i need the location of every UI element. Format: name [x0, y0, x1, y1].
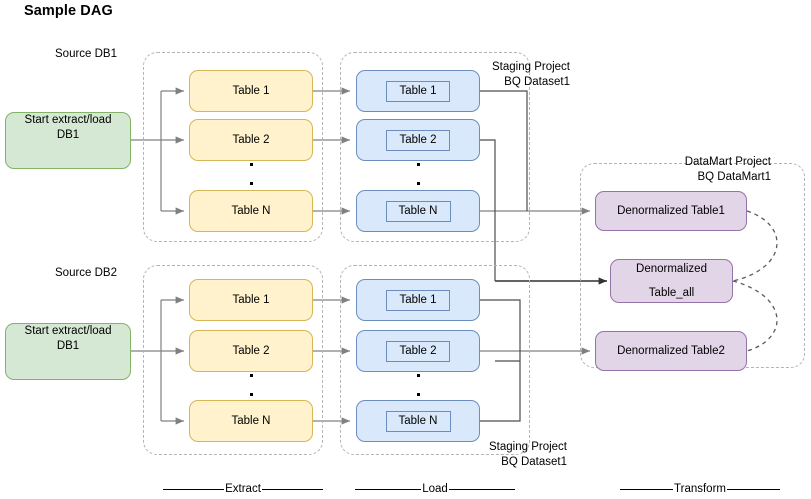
extract-bottom-table-1[interactable]: Table 1 — [189, 279, 313, 321]
phase-rule-right — [448, 488, 515, 490]
group-staging-bottom — [340, 265, 530, 455]
node-label: Table 1 — [386, 289, 450, 311]
node-label: Table 2 — [386, 340, 450, 362]
node-label: Table N — [231, 414, 271, 427]
caption-source-db1: Source DB1 — [55, 48, 118, 60]
extract-top-table-2[interactable]: Table 2 — [189, 119, 313, 161]
phase-load-label: Load — [422, 483, 448, 495]
node-label: Denormalized Table2 — [617, 344, 725, 357]
page-title: Sample DAG — [24, 3, 113, 19]
start-node-db1-line2: DB1 — [56, 129, 80, 141]
extract-bottom-table-n[interactable]: Table N — [189, 400, 313, 442]
transform-denormalized-table1[interactable]: Denormalized Table1 — [595, 191, 747, 231]
start-node-db2-line2: DB1 — [56, 340, 80, 352]
caption-staging-top-line1: Staging Project — [492, 61, 570, 73]
caption-source-db2: Source DB2 — [55, 267, 118, 279]
start-node-db2-line1: Start extract/load — [24, 325, 112, 337]
caption-staging-top-line2: BQ Dataset1 — [504, 76, 570, 88]
phase-rule-left — [620, 488, 674, 490]
phase-rule-left — [163, 488, 225, 490]
load-bottom-table-n[interactable]: Table N — [356, 400, 480, 442]
caption-datamart-line2: BQ DataMart1 — [697, 171, 772, 183]
node-label: Table 1 — [232, 84, 270, 97]
extract-top-table-1[interactable]: Table 1 — [189, 70, 313, 112]
group-source-db1 — [143, 52, 323, 242]
phase-transform: Transform — [620, 481, 781, 497]
phase-extract: Extract — [163, 481, 324, 497]
extract-top-ellipsis — [249, 163, 253, 185]
start-node-db2[interactable]: Start extract/load DB1 — [5, 323, 131, 380]
extract-bottom-table-2[interactable]: Table 2 — [189, 330, 313, 372]
group-source-db2 — [143, 265, 323, 455]
load-top-table-1[interactable]: Table 1 — [356, 70, 480, 112]
load-top-table-n[interactable]: Table N — [356, 190, 480, 232]
extract-bottom-ellipsis — [249, 374, 253, 396]
transform-denormalized-table2[interactable]: Denormalized Table2 — [595, 331, 747, 371]
phase-rule-right — [727, 488, 781, 490]
node-label: Table 2 — [232, 344, 270, 357]
load-top-table-2[interactable]: Table 2 — [356, 119, 480, 161]
group-staging-top — [340, 52, 530, 242]
node-label: Table N — [231, 204, 271, 217]
node-label: Table 2 — [232, 133, 270, 146]
phase-rule-right — [261, 488, 324, 490]
phase-transform-label: Transform — [674, 483, 726, 495]
phase-rule-left — [355, 488, 422, 490]
node-label-line2: Table_all — [648, 286, 695, 299]
load-top-ellipsis — [416, 163, 420, 185]
start-node-db1[interactable]: Start extract/load DB1 — [5, 112, 131, 169]
phase-load: Load — [355, 481, 515, 497]
node-label: Denormalized Table1 — [617, 204, 725, 217]
node-label: Table 2 — [386, 129, 450, 151]
node-label-line1: Denormalized — [636, 262, 707, 275]
caption-staging-bottom-line1: Staging Project — [489, 441, 567, 453]
node-label: Table 1 — [386, 80, 450, 102]
transform-denormalized-table-all[interactable]: Denormalized Table_all — [610, 259, 733, 303]
load-bottom-table-1[interactable]: Table 1 — [356, 279, 480, 321]
load-bottom-ellipsis — [416, 374, 420, 396]
extract-top-table-n[interactable]: Table N — [189, 190, 313, 232]
node-label: Table N — [385, 410, 451, 432]
caption-staging-bottom-line2: BQ Dataset1 — [501, 456, 567, 468]
load-bottom-table-2[interactable]: Table 2 — [356, 330, 480, 372]
start-node-db1-line1: Start extract/load — [24, 114, 112, 126]
node-label: Table 1 — [232, 293, 270, 306]
phase-extract-label: Extract — [225, 483, 261, 495]
caption-datamart-line1: DataMart Project — [684, 156, 771, 168]
node-label: Table N — [385, 200, 451, 222]
